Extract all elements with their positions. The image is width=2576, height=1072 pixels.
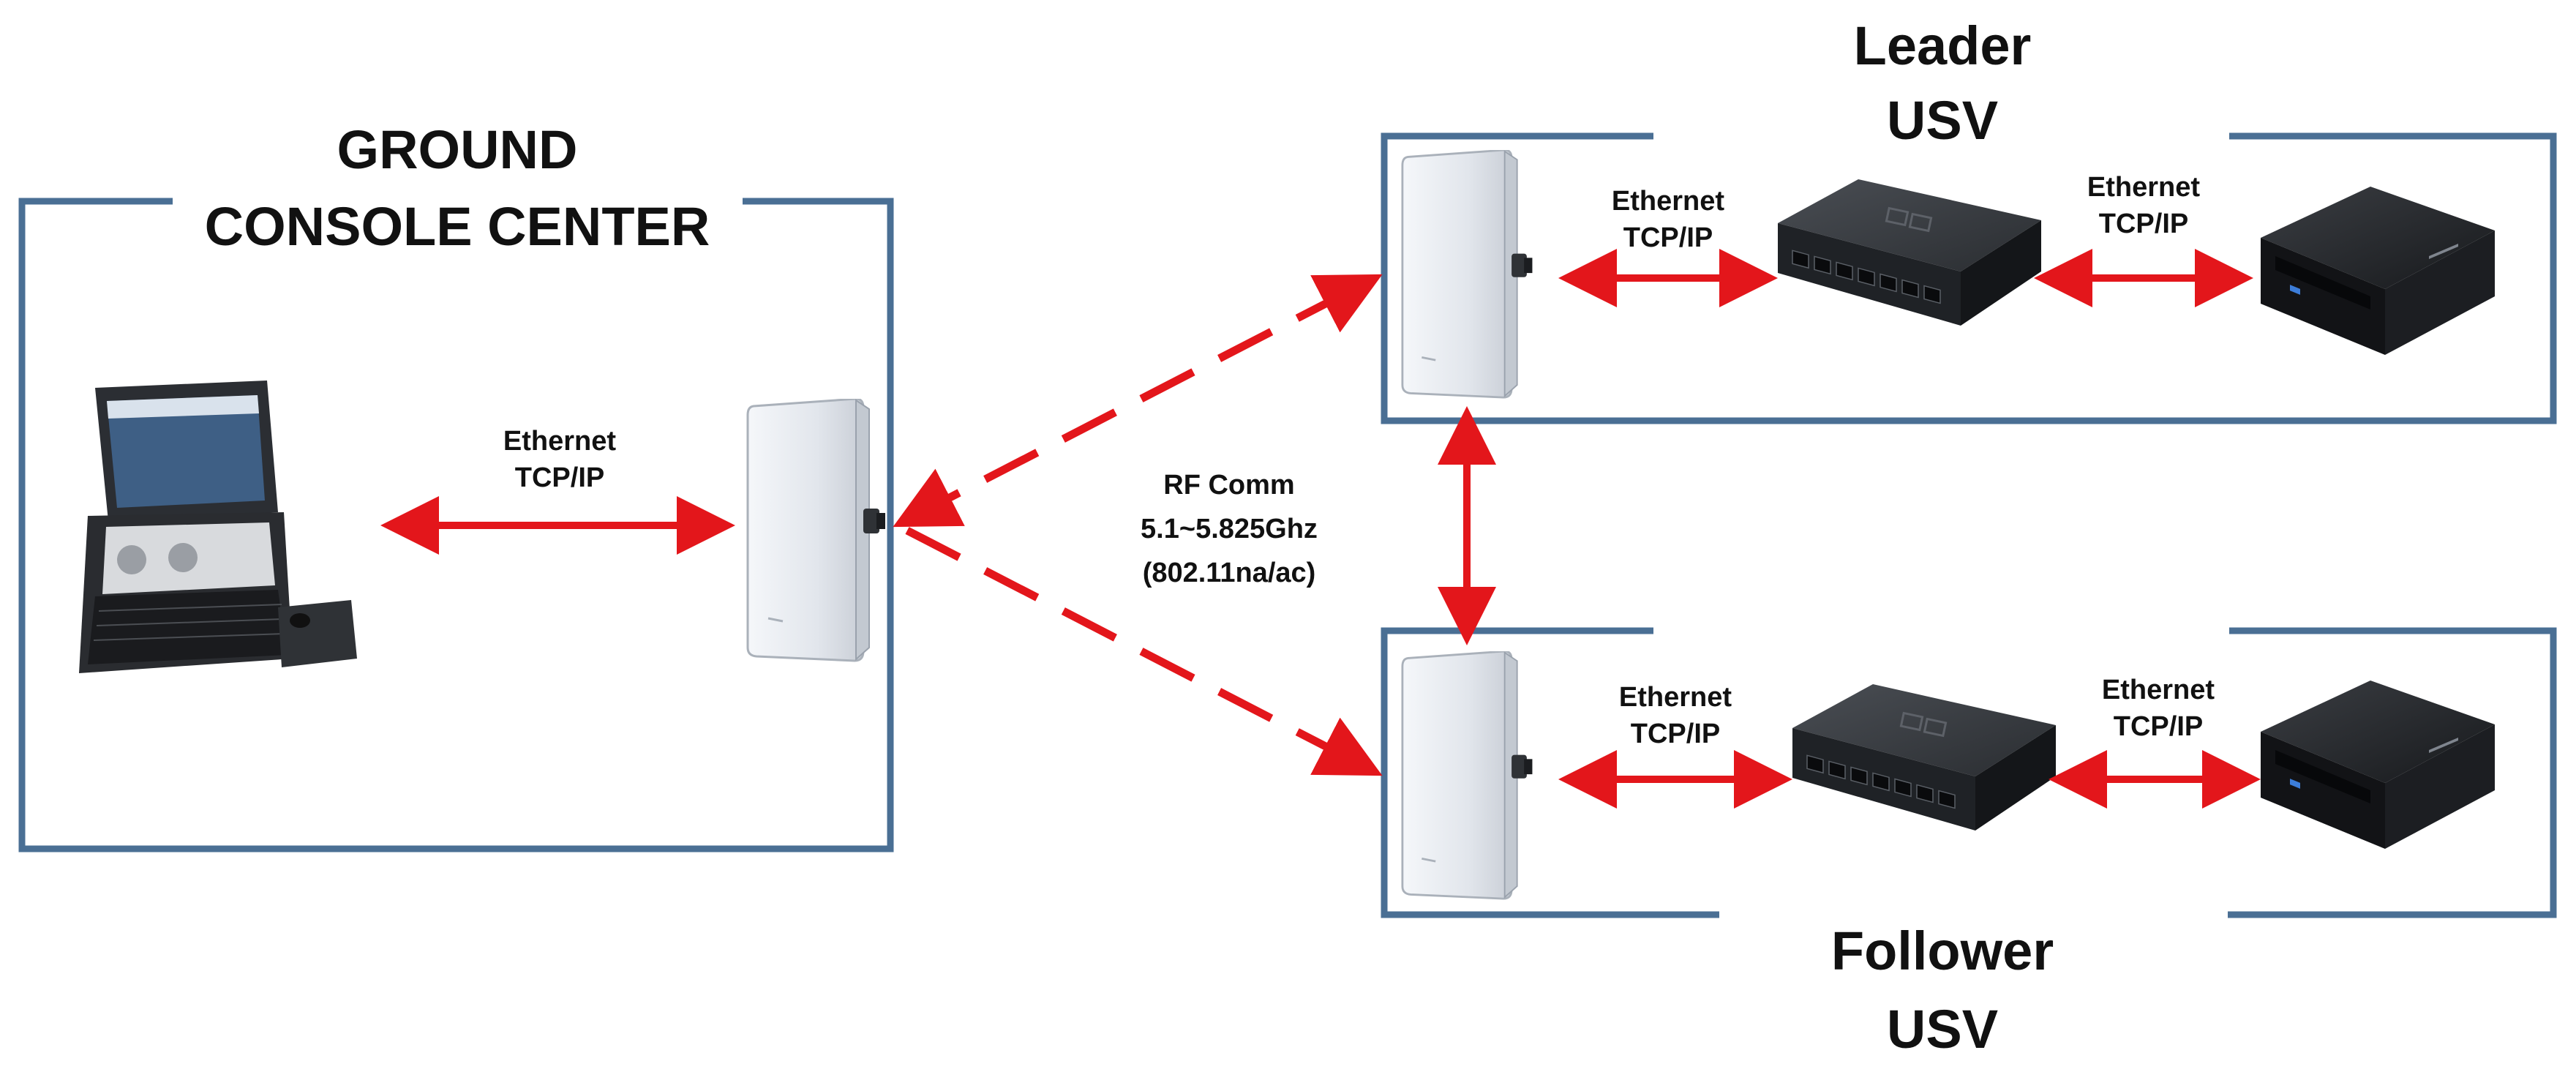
leader-antenna-icon (1401, 150, 1533, 399)
rf-label-line1: RF Comm (1163, 470, 1294, 501)
leader-switch-icon (1778, 179, 2041, 327)
leader-link1-label-line2: TCP/IP (1623, 222, 1713, 253)
follower-title-line1: Follower (1831, 921, 2054, 981)
leader-pc-icon (2261, 187, 2495, 355)
rf-label-line3: (802.11na/ac) (1143, 558, 1316, 588)
ground-link-label-line1: Ethernet (503, 426, 616, 457)
rf-arrow-to-leader (893, 274, 1383, 528)
leader-link2-label-line1: Ethernet (2087, 172, 2200, 203)
leader-link1-label-line1: Ethernet (1612, 186, 1724, 217)
leader-title-line1: Leader (1854, 15, 2032, 76)
ground-antenna-icon (746, 399, 885, 662)
ground-title-line2: CONSOLE CENTER (205, 196, 710, 257)
follower-link1-label-line2: TCP/IP (1631, 719, 1720, 749)
follower-link2-label-line1: Ethernet (2102, 675, 2215, 705)
leader-usv-frame (1381, 132, 2557, 424)
rugged-laptop-icon (79, 381, 357, 673)
ground-link-label-line2: TCP/IP (515, 462, 604, 493)
follower-switch-icon (1792, 684, 2056, 832)
ground-console-frame (18, 198, 894, 852)
ground-title-line1: GROUND (337, 119, 578, 180)
follower-title-line2: USV (1887, 999, 1998, 1060)
rf-label-line2: 5.1~5.825Ghz (1141, 514, 1318, 544)
follower-usv-frame (1381, 627, 2557, 918)
leader-title-line2: USV (1887, 90, 1998, 151)
follower-antenna-icon (1401, 651, 1533, 900)
follower-link2-label-line2: TCP/IP (2114, 711, 2203, 742)
follower-pc-icon (2261, 681, 2495, 849)
leader-link2-label-line2: TCP/IP (2099, 209, 2188, 239)
follower-link1-label-line1: Ethernet (1619, 682, 1732, 713)
